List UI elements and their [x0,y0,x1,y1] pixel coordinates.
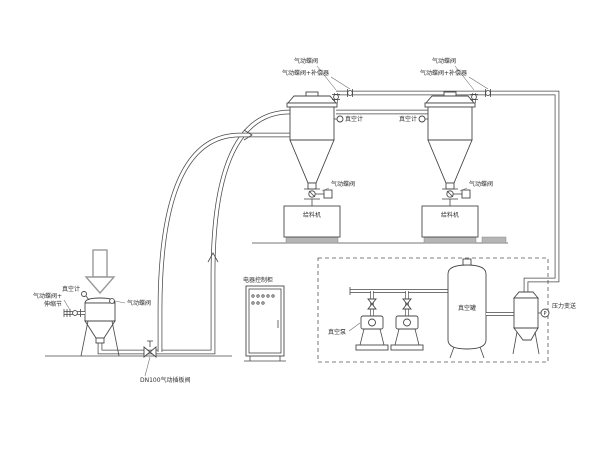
cabinet-indicator-lights [251,294,275,305]
leader-line [468,76,489,90]
cabinet-door [248,288,282,354]
receiver1-compensator-label: 气动蝶阀+补偿器 [282,69,329,77]
control-cabinet: 电器控制柜 [243,276,286,362]
receiver2-discharge-valve-label: 气动蝶阀 [469,180,493,188]
vacuum-tank-label: 真空罐 [458,304,476,312]
leader-line [114,300,126,304]
receiver1-discharge-valve-icon [304,188,333,200]
foundation-block [481,236,507,244]
conveying-pipe-inner [158,133,290,352]
pressure-transmitter-label: 压力变送 [552,302,576,310]
receiver1-top-butterfly-valve-icon [332,94,340,100]
feeder-body [84,302,116,322]
tank-top-nozzle [462,258,472,266]
leader-line [459,187,468,192]
receiver1-machine-box [283,205,341,238]
receiver2-gauge-label: 真空计 [399,115,417,123]
receiver2-top-knob [443,91,457,97]
receiver2-top-valve-label: 气动蝶阀 [432,57,456,65]
feed-arrow-down-icon [84,249,116,295]
conveying-pipe-outer [98,110,291,354]
vacuum-pump-1 [355,315,389,351]
feeder-butterfly-label: 气动蝶阀 [127,299,151,307]
foundation-block [285,236,339,244]
receiver2-discharge-valve-icon [442,188,471,200]
leader-line [321,187,330,192]
receiver1-gauge-label: 真空计 [345,115,363,123]
leader-line [63,299,71,311]
vacuum-pump-2 [390,315,424,351]
receiver1-vacuum-gauge-icon [334,115,344,123]
expansion-joint-valve-icon [63,309,85,317]
receiver1-compensator-valve-icon [347,89,353,97]
leader-line [348,322,361,332]
receiver2-machine-label: 给料机 [441,211,459,219]
flow-arrow-up-icon [207,252,219,263]
receiver2-compensator-valve-icon [485,89,491,97]
inline-filter [512,291,540,355]
vacuum-pump-station: 真空泵 真空罐 P 压力变送 [317,257,576,363]
flow-arrows [84,129,253,295]
flow-arrow-right-icon [243,129,253,141]
receiver1-discharge-valve-label: 气动蝶阀 [331,180,355,188]
receiver1-body [289,106,335,141]
pump-station-boundary [317,257,549,363]
expansion-valve-label-line1: 气动蝶阀+ [33,292,62,300]
pump2-isolation-valve-icon [402,298,412,310]
receiver1-outlet [307,182,317,190]
receiver2-flange [424,102,476,108]
leader-line [144,356,151,377]
vacuum-receiver-1: 气动蝶阀 气动蝶阀+补偿器 真空计 气动蝶阀 给料机 [282,57,363,238]
leader-line [330,76,351,90]
pump1-isolation-valve-icon [367,298,377,310]
slide-valve-label: DN100气动插板阀 [140,376,191,384]
vacuum-receiver-2: 气动蝶阀 气动蝶阀+补偿器 真空计 气动蝶阀 给料机 [399,57,493,238]
feeder-station: 真空计 气动蝶阀 气动蝶阀+ 伸缩节 DN100气动插板阀 [33,285,191,384]
feeder-outlet [95,337,105,344]
pressure-gauge-icon [538,308,550,318]
feeder-gauge-label: 真空计 [62,285,80,293]
leader-line [454,65,475,91]
receiver1-machine-label: 给料机 [303,211,321,219]
feeder-leg [111,320,120,357]
pipes [97,90,560,355]
receiver1-top-valve-label: 气动蝶阀 [294,57,318,65]
vacuum-pump-label: 真空泵 [328,328,346,336]
receiver2-vacuum-gauge-icon [418,115,428,123]
receiver2-body [427,106,473,141]
receiver1-cone [289,139,335,184]
cabinet-label: 电器控制柜 [243,276,273,284]
feeder-vacuum-gauge-icon [81,291,90,301]
feeder-butterfly-valve-icon [109,298,115,304]
leader-line [316,65,337,91]
feeder-leg [80,320,89,357]
receiver2-dome [425,95,475,104]
vacuum-tank [447,258,487,359]
receiver2-cone [427,139,473,184]
receiver1-dome [287,95,337,104]
expansion-valve-label-line2: 伸缩节 [44,300,62,308]
receiver1-top-knob [305,91,319,97]
receiver2-outlet [445,182,455,190]
pressure-gauge-letter: P [543,311,546,317]
receiver1-flange [286,102,338,108]
foundation-block [423,236,477,244]
slide-gate-valve-icon [143,340,157,358]
ground-lines [45,236,508,357]
feeder-cone [84,320,116,339]
receiver2-top-butterfly-valve-icon [470,94,478,100]
vacuum-header-pipe [336,91,559,292]
receiver2-machine-box [421,205,479,238]
receiver2-compensator-label: 气动蝶阀+补偿器 [420,69,467,77]
